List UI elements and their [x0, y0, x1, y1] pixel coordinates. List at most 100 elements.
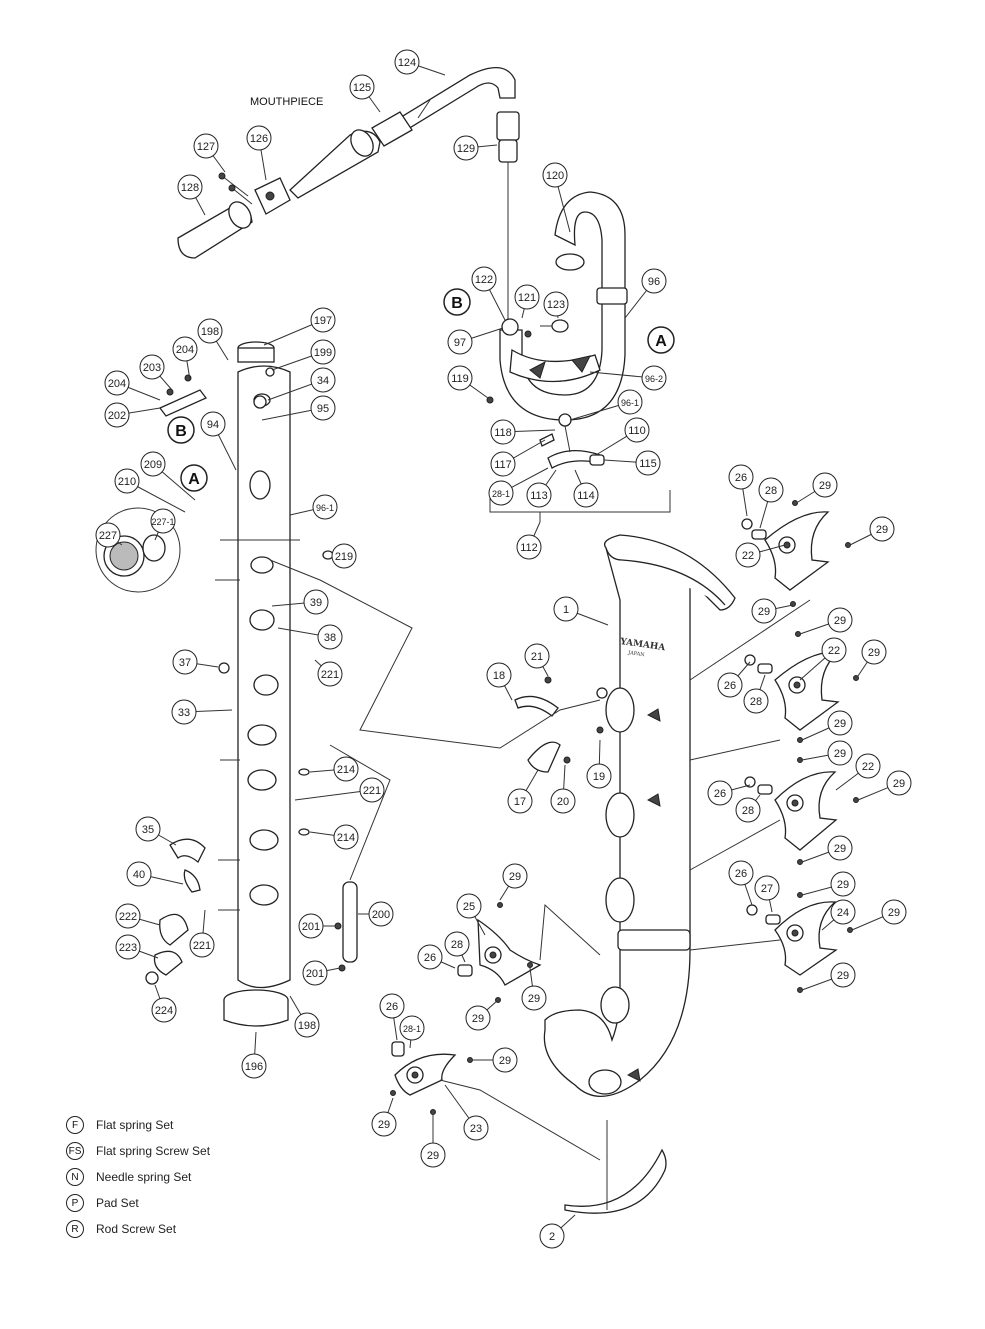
callout-text: 29 — [834, 718, 846, 730]
callout-text: 95 — [317, 403, 329, 415]
callout-circle — [516, 534, 542, 560]
callout-circle — [543, 291, 569, 317]
callout-circle — [104, 402, 130, 428]
callout-text: 19 — [593, 771, 605, 783]
callout-circle — [104, 370, 130, 396]
callout-text: 29 — [378, 1119, 390, 1131]
callout-127: 127 — [193, 133, 226, 173]
callout-199: 199 — [271, 339, 336, 371]
callout-text: 214 — [337, 764, 355, 776]
callout-circle — [394, 49, 420, 75]
callout-text: 34 — [317, 375, 329, 387]
callout-128: 128 — [177, 174, 206, 216]
callout-200: 200 — [358, 901, 394, 927]
callout-circle — [490, 451, 516, 477]
callout-circle — [371, 1111, 397, 1137]
callout-text: 26 — [724, 680, 736, 692]
callout-198: 198 — [289, 995, 320, 1038]
callout-circle — [310, 307, 336, 333]
svg-text:A: A — [188, 471, 200, 488]
callout-text: 124 — [398, 57, 416, 69]
callout-33: 33 — [171, 699, 233, 725]
callout-text: 121 — [518, 292, 536, 304]
callout-37: 37 — [172, 649, 219, 675]
callout-29: 29 — [371, 1097, 397, 1137]
callout-circle — [624, 417, 650, 443]
legend-badge: P — [66, 1194, 84, 1212]
mouthpiece-heading: MOUTHPIECE — [250, 96, 323, 108]
callout-text: 221 — [321, 669, 339, 681]
callout-125: 125 — [349, 74, 381, 113]
callout-text: 120 — [546, 170, 564, 182]
callout-text: 39 — [310, 597, 322, 609]
callout-40: 40 — [126, 861, 184, 887]
callout-circle — [827, 710, 853, 736]
legend-badge: N — [66, 1168, 84, 1186]
legend-row-flat-spring-screw: FS Flat spring Screw Set — [66, 1138, 306, 1164]
callout-97: 97 — [447, 327, 504, 355]
callout-118: 118 — [490, 419, 556, 445]
callout-text: 94 — [207, 419, 219, 431]
callout-circle — [150, 508, 176, 534]
callout-text: 204 — [176, 344, 194, 356]
callout-circle — [317, 624, 343, 650]
callout-text: 122 — [475, 274, 493, 286]
brace-assemblies — [390, 500, 859, 1161]
callout-circle — [310, 339, 336, 365]
callout-leader — [294, 789, 373, 801]
legend-text: Flat spring Set — [96, 1118, 174, 1132]
callout-214: 214 — [309, 824, 359, 850]
callout-circle — [310, 367, 336, 393]
callout-24: 24 — [821, 899, 856, 931]
callout-circle — [855, 753, 881, 779]
callout-19: 19 — [586, 739, 612, 789]
callout-text: 96 — [648, 276, 660, 288]
callout-text: 203 — [143, 362, 161, 374]
callout-text: 28-1 — [492, 489, 510, 499]
callout-29: 29 — [857, 770, 912, 801]
callout-29: 29 — [801, 740, 853, 766]
callout-circle — [492, 1047, 518, 1073]
legend: F Flat spring Set FS Flat spring Screw S… — [66, 1112, 306, 1242]
callout-circle — [827, 607, 853, 633]
callout-25: 25 — [456, 893, 486, 936]
svg-text:B: B — [175, 423, 187, 440]
callout-circle — [526, 482, 552, 508]
callout-circle — [241, 1053, 267, 1079]
callout-circle — [550, 788, 576, 814]
brace-23 — [390, 1041, 473, 1115]
callout-text: 128 — [181, 182, 199, 194]
callout-119: 119 — [447, 365, 489, 399]
callout-17: 17 — [507, 769, 539, 814]
callout-text: 196 — [245, 1061, 263, 1073]
callout-120: 120 — [542, 162, 571, 233]
callout-circle — [635, 450, 661, 476]
callout-29: 29 — [849, 516, 895, 546]
callout-text: 29 — [868, 647, 880, 659]
callout-circle — [488, 480, 514, 506]
callout-text: 200 — [372, 909, 390, 921]
callout-circle — [140, 451, 166, 477]
callout-text: 26 — [735, 472, 747, 484]
callout-circle — [507, 788, 533, 814]
callout-text: 199 — [314, 347, 332, 359]
callout-circle — [861, 639, 887, 665]
callout-circle — [246, 125, 272, 151]
callout-text: 18 — [493, 670, 505, 682]
callout-1: 1 — [553, 596, 609, 626]
callout-29: 29 — [472, 1047, 518, 1073]
callout-circle — [743, 688, 769, 714]
callout-text: 22 — [862, 761, 874, 773]
callout-circle — [728, 860, 754, 886]
callout-circle — [193, 133, 219, 159]
callout-227: 227 — [95, 522, 123, 548]
callout-circle — [177, 174, 203, 200]
callout-214: 214 — [309, 756, 359, 782]
callout-27: 27 — [754, 875, 780, 913]
callout-196: 196 — [241, 1031, 267, 1079]
callout-text: 29 — [888, 907, 900, 919]
callout-circle — [641, 365, 667, 391]
callout-210: 210 — [114, 468, 186, 513]
callout-204: 204 — [172, 336, 198, 381]
callout-text: 227 — [99, 530, 117, 542]
